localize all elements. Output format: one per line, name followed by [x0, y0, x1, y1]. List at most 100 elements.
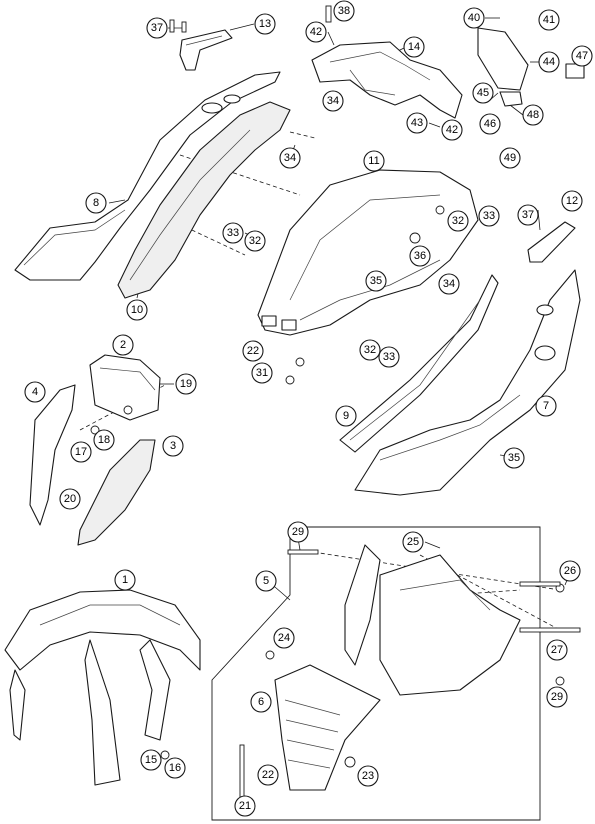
- panel-3: [77, 439, 156, 546]
- callout-18: 18: [93, 429, 115, 451]
- cover-7: [354, 269, 581, 496]
- callout-32-left: 32: [244, 230, 266, 252]
- callout-29-top: 29: [287, 521, 309, 543]
- callout-42-top: 42: [305, 21, 327, 43]
- plate-47: [565, 63, 585, 79]
- svg-text:34: 34: [284, 152, 296, 164]
- callout-15: 15: [140, 749, 162, 771]
- callout-45: 45: [472, 82, 494, 104]
- svg-text:12: 12: [566, 195, 578, 207]
- svg-text:19: 19: [180, 378, 192, 390]
- callout-1: 1: [114, 569, 136, 591]
- screw-38: [325, 5, 332, 23]
- svg-text:25: 25: [407, 536, 419, 548]
- svg-text:34: 34: [327, 95, 339, 107]
- svg-text:13: 13: [259, 18, 271, 30]
- callout-40: 40: [463, 7, 485, 29]
- svg-text:2: 2: [120, 339, 126, 351]
- callout-43: 43: [406, 112, 428, 134]
- svg-text:40: 40: [468, 12, 480, 24]
- svg-text:17: 17: [75, 446, 87, 458]
- callout-17: 17: [70, 441, 92, 463]
- svg-text:15: 15: [145, 754, 157, 766]
- svg-text:9: 9: [343, 410, 349, 422]
- callout-24: 24: [273, 627, 295, 649]
- svg-text:6: 6: [258, 696, 264, 708]
- callout-22-bottom: 22: [257, 764, 279, 786]
- svg-text:27: 27: [551, 644, 563, 656]
- callout-38: 38: [333, 0, 355, 22]
- callout-9: 9: [335, 405, 357, 427]
- callout-42-mid: 42: [441, 119, 463, 141]
- svg-text:31: 31: [256, 367, 268, 379]
- svg-text:33: 33: [483, 210, 495, 222]
- callout-34-right: 34: [438, 273, 460, 295]
- svg-text:35: 35: [508, 452, 520, 464]
- callout-25: 25: [402, 531, 424, 553]
- callout-31: 31: [251, 362, 273, 384]
- callout-47: 47: [571, 45, 593, 67]
- bracket-13: [179, 29, 233, 71]
- callout-35-bottom: 35: [503, 447, 525, 469]
- svg-text:14: 14: [408, 41, 420, 53]
- callouts: 37 13 38 42 14 40 41 44 47 45 48 34 43 4…: [24, 0, 593, 817]
- callout-4: 4: [24, 381, 46, 403]
- group-frame-5: [211, 526, 541, 821]
- panel-10: [117, 101, 291, 299]
- svg-text:46: 46: [484, 118, 496, 130]
- plate-40: [477, 27, 529, 91]
- callout-33-mid: 33: [378, 346, 400, 368]
- callout-23: 23: [357, 765, 379, 787]
- svg-text:10: 10: [131, 304, 143, 316]
- svg-text:34: 34: [443, 278, 455, 290]
- bracket-48: [499, 91, 523, 107]
- fasteners: [90, 205, 581, 801]
- callout-22-mid: 22: [242, 340, 264, 362]
- callout-13: 13: [254, 13, 276, 35]
- callout-32-right: 32: [447, 210, 469, 232]
- callout-2: 2: [112, 334, 134, 356]
- svg-text:22: 22: [262, 769, 274, 781]
- callout-3: 3: [162, 435, 184, 457]
- callout-10: 10: [126, 299, 148, 321]
- callout-32-mid: 32: [359, 339, 381, 361]
- callout-14: 14: [403, 36, 425, 58]
- svg-text:29: 29: [292, 526, 304, 538]
- svg-text:32: 32: [364, 344, 376, 356]
- callout-35-mid: 35: [365, 270, 387, 292]
- callout-26: 26: [559, 560, 581, 582]
- callout-19: 19: [175, 373, 197, 395]
- svg-text:21: 21: [239, 800, 251, 812]
- svg-text:43: 43: [411, 117, 423, 129]
- panel-4: [29, 384, 76, 526]
- svg-text:32: 32: [249, 235, 261, 247]
- callout-49: 49: [499, 147, 521, 169]
- callout-16: 16: [164, 757, 186, 779]
- svg-text:47: 47: [576, 50, 588, 62]
- svg-text:8: 8: [93, 197, 99, 209]
- callout-29-bottom: 29: [546, 686, 568, 708]
- callout-12: 12: [561, 190, 583, 212]
- svg-text:44: 44: [543, 56, 555, 68]
- cover-14: [311, 41, 463, 119]
- svg-text:7: 7: [543, 400, 549, 412]
- callout-5: 5: [255, 570, 277, 592]
- bracket-25: [344, 544, 521, 696]
- callout-33-left: 33: [222, 222, 244, 244]
- bracket-12: [527, 221, 576, 263]
- svg-text:38: 38: [338, 5, 350, 17]
- callout-36: 36: [409, 245, 431, 267]
- rail-9: [339, 274, 499, 453]
- svg-text:29: 29: [551, 691, 563, 703]
- svg-text:32: 32: [452, 215, 464, 227]
- svg-text:11: 11: [368, 155, 379, 167]
- callout-37-right: 37: [517, 204, 539, 226]
- svg-text:48: 48: [527, 109, 539, 121]
- svg-text:35: 35: [370, 275, 382, 287]
- screws-37-top: [169, 19, 187, 33]
- callout-27: 27: [546, 639, 568, 661]
- callout-20: 20: [59, 488, 81, 510]
- svg-text:4: 4: [32, 386, 38, 398]
- frame-11: [257, 169, 479, 336]
